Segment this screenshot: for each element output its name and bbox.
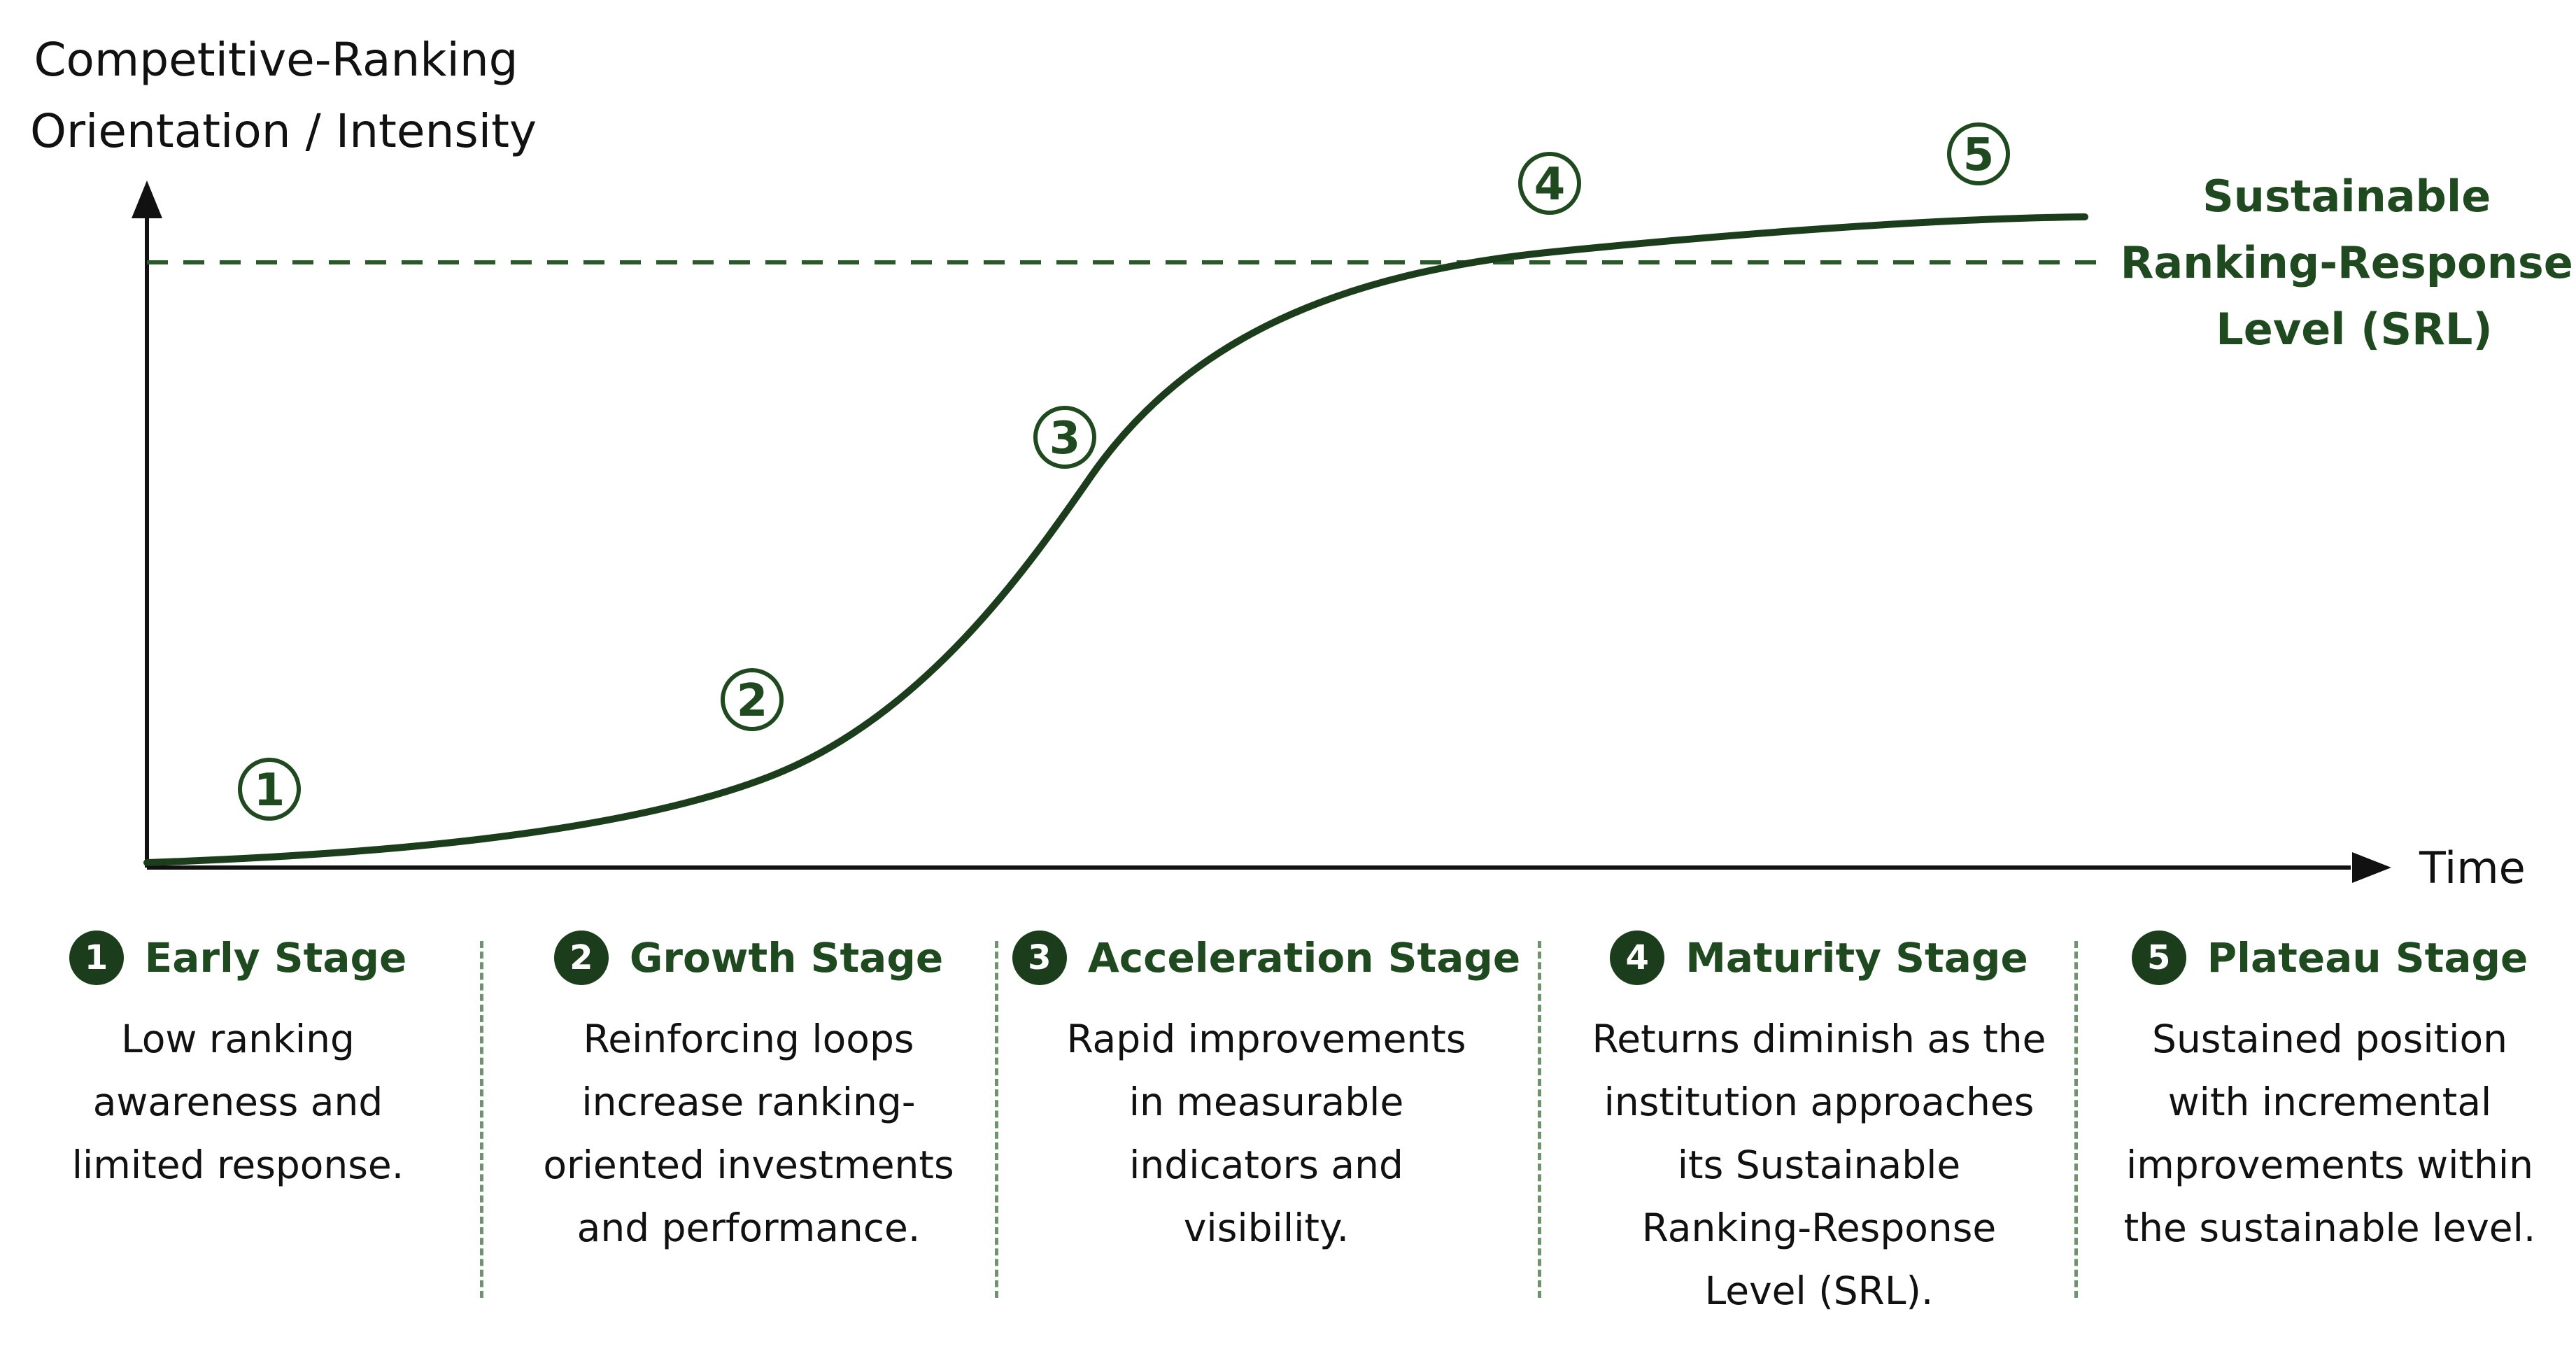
stage-desc-early: Low ranking awareness and limited respon… <box>14 1007 462 1196</box>
stage-desc-line: indicators and <box>1129 1143 1403 1187</box>
stage-marker-4: 4 <box>1518 152 1581 215</box>
stage-title-plateau: Plateau Stage <box>2207 934 2528 982</box>
stage-desc-line: Returns diminish as the <box>1592 1017 2046 1061</box>
stage-desc-line: limited response. <box>71 1143 404 1187</box>
stage-divider <box>1538 941 1541 1298</box>
stage-divider <box>995 941 998 1298</box>
stage-marker-2: 2 <box>721 668 784 731</box>
stage-desc-line: in measurable <box>1128 1080 1404 1124</box>
stage-desc-line: its Sustainable <box>1677 1143 1961 1187</box>
x-axis-title: Time <box>2419 842 2526 893</box>
y-axis-title: Competitive-Ranking Orientation / Intens… <box>30 33 537 158</box>
stage-desc-line: Sustained position <box>2152 1017 2507 1061</box>
stage-desc-line: awareness and <box>92 1080 383 1124</box>
stage-desc-line: Ranking-Response <box>1641 1205 1997 1250</box>
stage-desc-line: Level (SRL). <box>1704 1268 1934 1313</box>
stage-marker-2-label: 2 <box>737 675 768 727</box>
stage-badge-4: 4 <box>1610 931 1665 985</box>
stage-maturity: 4 Maturity Stage Returns diminish as the… <box>1553 931 2085 1322</box>
stage-desc-acceleration: Rapid improvements in measurable indicat… <box>1007 1007 1525 1259</box>
stage-early: 1 Early Stage Low ranking awareness and … <box>14 931 462 1196</box>
stage-marker-1-label: 1 <box>254 765 285 816</box>
stage-desc-line: Low ranking <box>121 1017 355 1061</box>
stage-badge-2: 2 <box>553 931 609 985</box>
srl-label: Sustainable Ranking-Response Level (SRL) <box>2121 171 2576 355</box>
stage-marker-3: 3 <box>1033 406 1096 469</box>
stage-desc-line: visibility. <box>1183 1205 1350 1250</box>
y-axis-arrow <box>132 181 162 218</box>
stage-desc-line: Rapid improvements <box>1066 1017 1466 1061</box>
stage-title-maturity: Maturity Stage <box>1685 934 2028 982</box>
stage-marker-5: 5 <box>1947 122 2010 185</box>
stage-desc-line: improvements within <box>2125 1143 2533 1187</box>
stage-marker-3-label: 3 <box>1049 413 1081 465</box>
srl-label-line-3: Level (SRL) <box>2216 304 2492 355</box>
stage-marker-1: 1 <box>238 758 301 821</box>
stage-title-acceleration: Acceleration Stage <box>1087 934 1521 982</box>
stage-desc-line: the sustainable level. <box>2123 1205 2536 1250</box>
stage-plateau: 5 Plateau Stage Sustained position with … <box>2092 931 2568 1259</box>
srl-label-line-1: Sustainable <box>2202 171 2491 222</box>
stage-desc-plateau: Sustained position with incremental impr… <box>2092 1007 2568 1259</box>
stage-desc-line: and performance. <box>576 1205 921 1250</box>
stage-growth: 2 Growth Stage Reinforcing loops increas… <box>504 931 993 1259</box>
s-curve-line <box>143 213 2088 866</box>
stage-divider <box>2074 941 2078 1298</box>
srl-label-line-2: Ranking-Response <box>2121 237 2573 288</box>
stage-badge-5: 5 <box>2131 931 2186 985</box>
stage-desc-maturity: Returns diminish as the institution appr… <box>1553 1007 2085 1322</box>
stage-desc-line: oriented investments <box>543 1143 954 1187</box>
stage-desc-line: increase ranking- <box>581 1080 916 1124</box>
stage-divider <box>480 941 483 1298</box>
y-axis-title-line-1: Competitive-Ranking <box>34 33 518 87</box>
stage-desc-growth: Reinforcing loops increase ranking- orie… <box>504 1007 993 1259</box>
stage-acceleration: 3 Acceleration Stage Rapid improvements … <box>1007 931 1525 1259</box>
stage-badge-3: 3 <box>1012 931 1067 985</box>
stage-badge-1: 1 <box>69 931 124 985</box>
stage-desc-line: institution approaches <box>1604 1080 2034 1124</box>
y-axis-title-line-2: Orientation / Intensity <box>30 104 537 158</box>
x-axis-arrow <box>2352 852 2391 883</box>
stage-desc-line: with incremental <box>2167 1080 2492 1124</box>
stage-desc-line: Reinforcing loops <box>583 1017 914 1061</box>
stage-marker-4-label: 4 <box>1534 159 1566 211</box>
stage-title-growth: Growth Stage <box>629 934 944 982</box>
stage-marker-5-label: 5 <box>1963 129 1995 181</box>
stage-title-early: Early Stage <box>144 934 407 982</box>
